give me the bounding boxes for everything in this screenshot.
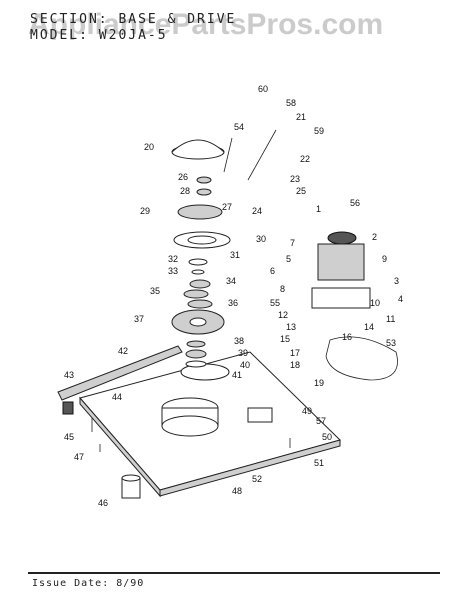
diagram-header: SECTION: BASE & DRIVE MODEL: W20JA-5 (30, 12, 236, 44)
callout-21: 21 (296, 112, 306, 122)
washer-32 (188, 258, 208, 266)
callout-29: 29 (140, 206, 150, 216)
callout-18: 18 (290, 360, 300, 370)
callout-10: 10 (370, 298, 380, 308)
callout-5: 5 (286, 254, 291, 264)
callout-34: 34 (226, 276, 236, 286)
callout-40: 40 (240, 360, 250, 370)
motor-body (317, 243, 365, 281)
callout-57: 57 (316, 416, 326, 426)
shaft-54 (223, 137, 233, 173)
callout-44: 44 (112, 392, 122, 402)
callout-17: 17 (290, 348, 300, 358)
callout-54: 54 (234, 122, 244, 132)
callout-41: 41 (232, 370, 242, 380)
callout-25: 25 (296, 186, 306, 196)
part-38 (186, 340, 206, 348)
callout-16: 16 (342, 332, 352, 342)
base-tube-bottom (161, 415, 219, 437)
callout-31: 31 (230, 250, 240, 260)
callout-7: 7 (290, 238, 295, 248)
callout-24: 24 (252, 206, 262, 216)
callout-2: 2 (372, 232, 377, 242)
callout-28: 28 (180, 186, 190, 196)
callout-4: 4 (398, 294, 403, 304)
washer-33 (191, 269, 205, 275)
callout-50: 50 (322, 432, 332, 442)
callout-45: 45 (64, 432, 74, 442)
belt-53 (325, 336, 398, 381)
callout-48: 48 (232, 486, 242, 496)
callout-13: 13 (286, 322, 296, 332)
callout-49: 49 (302, 406, 312, 416)
part-40 (185, 360, 207, 368)
callout-1: 1 (316, 204, 321, 214)
callout-19: 19 (314, 378, 324, 388)
callout-53: 53 (386, 338, 396, 348)
callout-55: 55 (270, 298, 280, 308)
leg-top (121, 474, 141, 482)
callout-36: 36 (228, 298, 238, 308)
rail (57, 345, 183, 401)
motor-mount-11 (311, 287, 371, 309)
spring-28 (196, 188, 212, 196)
pulley-37-hub (189, 317, 207, 327)
callout-52: 52 (252, 474, 262, 484)
footer-rule (28, 572, 440, 574)
callout-56: 56 (350, 198, 360, 208)
callout-58: 58 (286, 98, 296, 108)
callout-51: 51 (314, 458, 324, 468)
callout-12: 12 (278, 310, 288, 320)
callout-38: 38 (234, 336, 244, 346)
callout-22: 22 (300, 154, 310, 164)
callout-30: 30 (256, 234, 266, 244)
callout-27: 27 (222, 202, 232, 212)
callout-59: 59 (314, 126, 324, 136)
callout-11: 11 (386, 314, 395, 324)
rod-22 (247, 129, 277, 181)
callout-20: 20 (144, 142, 154, 152)
callout-26: 26 (178, 172, 188, 182)
callout-35: 35 (150, 286, 160, 296)
watermark: AppliancePartsPros.com (28, 8, 384, 41)
callout-39: 39 (238, 348, 248, 358)
base-plate-side (79, 396, 161, 498)
spring-26 (196, 176, 212, 184)
callout-6: 6 (270, 266, 275, 276)
callout-9: 9 (382, 254, 387, 264)
callout-3: 3 (394, 276, 399, 286)
callout-47: 47 (74, 452, 84, 462)
pump-body (247, 407, 273, 423)
cover-dome (171, 139, 225, 153)
clip (62, 401, 74, 415)
callout-42: 42 (118, 346, 128, 356)
callout-15: 15 (280, 334, 290, 344)
ring-30-inner (187, 235, 217, 245)
part-39 (185, 349, 207, 359)
motor-top (327, 231, 357, 245)
model-line: MODEL: W20JA-5 (30, 28, 168, 43)
callout-8: 8 (280, 284, 285, 294)
callout-37: 37 (134, 314, 144, 324)
callout-60: 60 (258, 84, 268, 94)
callout-33: 33 (168, 266, 178, 276)
issue-date: Issue Date: 8/90 (32, 578, 145, 589)
callout-32: 32 (168, 254, 178, 264)
callout-46: 46 (98, 498, 108, 508)
hub-29 (177, 204, 223, 220)
section-line: SECTION: BASE & DRIVE (30, 12, 237, 27)
callout-43: 43 (64, 370, 74, 380)
bearing-34 (189, 279, 211, 289)
callout-23: 23 (290, 174, 300, 184)
callout-14: 14 (364, 322, 374, 332)
bearing-36 (187, 299, 213, 309)
bearing-35 (183, 289, 209, 299)
